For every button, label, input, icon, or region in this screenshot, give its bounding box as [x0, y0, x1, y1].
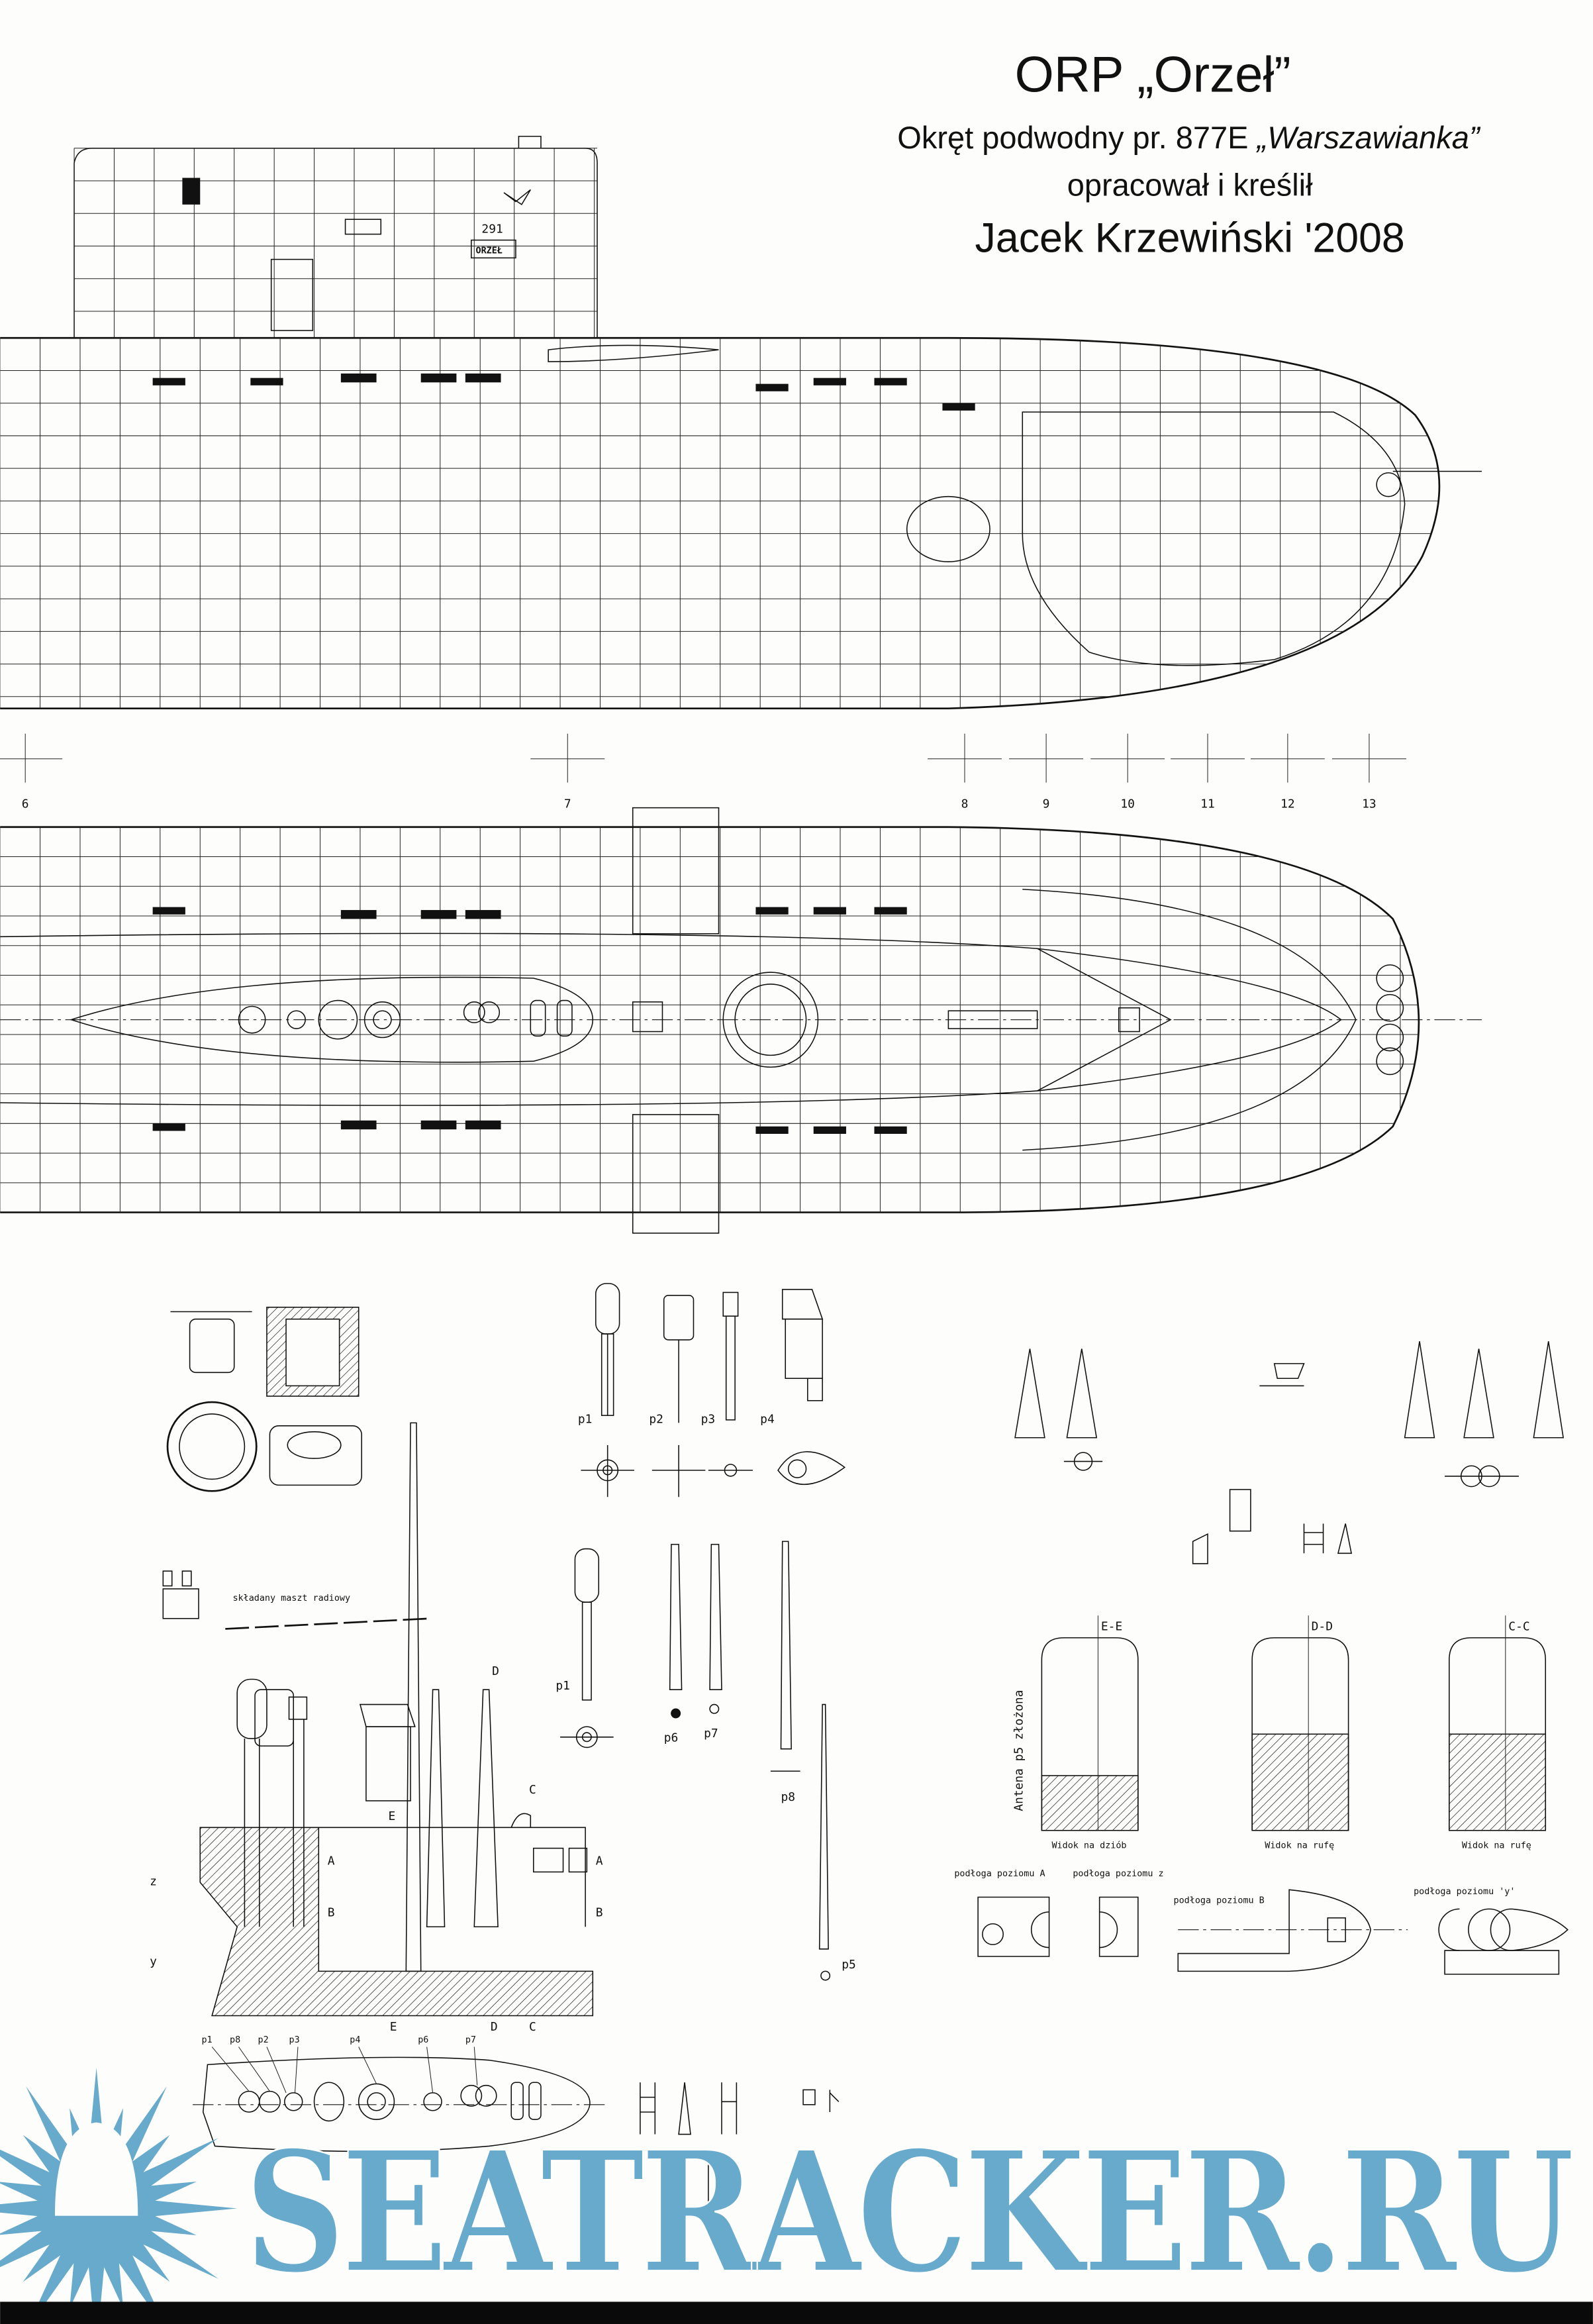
label-p3: p3	[701, 1412, 716, 1426]
drawing-title: ORP „Orzeł”	[1015, 47, 1291, 103]
floor-plans: podłoga poziomu A podłoga poziomu z podł…	[954, 1869, 1569, 1975]
eagle-emblem	[503, 189, 531, 205]
section-id: E-E	[1101, 1620, 1122, 1634]
plan-label-p3: p3	[289, 2035, 300, 2045]
section-caption: Widok na rufę	[1265, 1841, 1334, 1851]
label-p2: p2	[649, 1412, 663, 1426]
name-plate: ORZEŁ	[475, 246, 502, 256]
section-id: C-C	[1508, 1620, 1529, 1634]
label-p6: p6	[664, 1731, 679, 1745]
plan-label-leaders	[211, 2046, 478, 2094]
periscope-details-row1: p1 p2 p3 p4	[578, 1283, 846, 1497]
marker-E-bottom: E	[390, 2020, 397, 2034]
marker-E-top: E	[388, 1809, 395, 1823]
watermark: SEATRACKER.RU	[0, 2067, 1577, 2324]
cross-sections: E-E Widok na dziób D-D Widok na rufę C-C Wido…	[1041, 1615, 1547, 1851]
marker-B-right: B	[596, 1906, 603, 1920]
sail-deck-plan: p1 p8 p2 p3 p4 p6 p7	[193, 2035, 840, 2217]
title-block: ORP „Orzeł” Okręt podwodny pr. 877E „War…	[897, 47, 1481, 262]
sun-logo-icon	[0, 2067, 238, 2324]
section-d-d: D-D Widok na rufę	[1251, 1615, 1349, 1851]
marker-z: z	[150, 1875, 157, 1889]
section-caption: Widok na rufę	[1462, 1841, 1531, 1851]
floor-label-B: podłoga poziomu B	[1174, 1895, 1265, 1905]
side-elevation: 291 ORZEŁ	[0, 136, 1482, 710]
drawing-subtitle: Okręt podwodny pr. 877E „Warszawianka”	[897, 120, 1481, 155]
marker-D-bottom: D	[491, 2020, 498, 2034]
watermark-text: SEATRACKER.RU	[244, 2115, 1572, 2310]
label-p1: p1	[578, 1412, 593, 1426]
frame-number: 10	[1120, 797, 1135, 811]
marker-y: y	[150, 1954, 157, 1968]
marker-C-bottom: C	[529, 2020, 536, 2034]
scan-edge	[0, 2301, 1593, 2324]
marker-D-top: D	[492, 1664, 499, 1678]
frame-number: 11	[1200, 797, 1215, 811]
frame-number: 6	[22, 797, 29, 811]
author-line: Jacek Krzewiński '2008	[975, 215, 1405, 261]
periscope-details-row2: p1 p6 p7 p8 p5	[555, 1541, 856, 1981]
floor-label-y: podłoga poziomu 'y'	[1414, 1887, 1515, 1897]
section-c-c: C-C Widok na rufę	[1449, 1615, 1547, 1851]
sail-grid	[73, 148, 598, 338]
hull-plating-grid	[0, 338, 1439, 709]
label-p1-second: p1	[555, 1679, 570, 1693]
antenna-note: Antena p5 złożona	[1012, 1690, 1026, 1811]
frame-number: 7	[564, 797, 571, 811]
plan-label-p8: p8	[230, 2035, 240, 2045]
label-p5: p5	[842, 1958, 856, 1972]
label-p8: p8	[781, 1790, 796, 1804]
credit-line: opracował i kreślił	[1067, 167, 1313, 202]
label-p4: p4	[760, 1412, 775, 1426]
hatch-details	[162, 1307, 362, 1619]
mast-label: składany maszt radiowy	[232, 1593, 350, 1603]
top-plan-view	[0, 807, 1482, 1234]
plan-label-p1: p1	[201, 2035, 212, 2045]
frame-number: 8	[961, 797, 969, 811]
frame-number: 9	[1043, 797, 1050, 811]
frame-number: 13	[1362, 797, 1376, 811]
frame-number: 12	[1280, 797, 1295, 811]
fitting-details-right	[1014, 1341, 1565, 1564]
hull-number: 291	[481, 222, 503, 236]
marker-A-left: A	[328, 1854, 335, 1868]
plan-label-p7: p7	[465, 2035, 476, 2045]
section-id: D-D	[1312, 1620, 1333, 1634]
marker-C-top: C	[529, 1783, 536, 1797]
section-caption: Widok na dziób	[1051, 1841, 1126, 1851]
marker-A-right: A	[596, 1854, 603, 1868]
sail-section-elevation: składany maszt radiowy D C E A A B B z y…	[150, 1422, 603, 2034]
section-e-e: E-E Widok na dziób	[1041, 1615, 1139, 1851]
floor-label-A: podłoga poziomu A	[954, 1869, 1045, 1879]
marker-B-left: B	[328, 1906, 335, 1920]
floor-label-z: podłoga poziomu z	[1073, 1869, 1163, 1879]
plan-label-p6: p6	[418, 2035, 428, 2045]
plan-label-p4: p4	[350, 2035, 360, 2045]
plan-label-p2: p2	[258, 2035, 269, 2045]
label-p7: p7	[704, 1727, 718, 1741]
frame-number-ruler: 6 7 8 9 10 11 12 13	[0, 733, 1406, 811]
